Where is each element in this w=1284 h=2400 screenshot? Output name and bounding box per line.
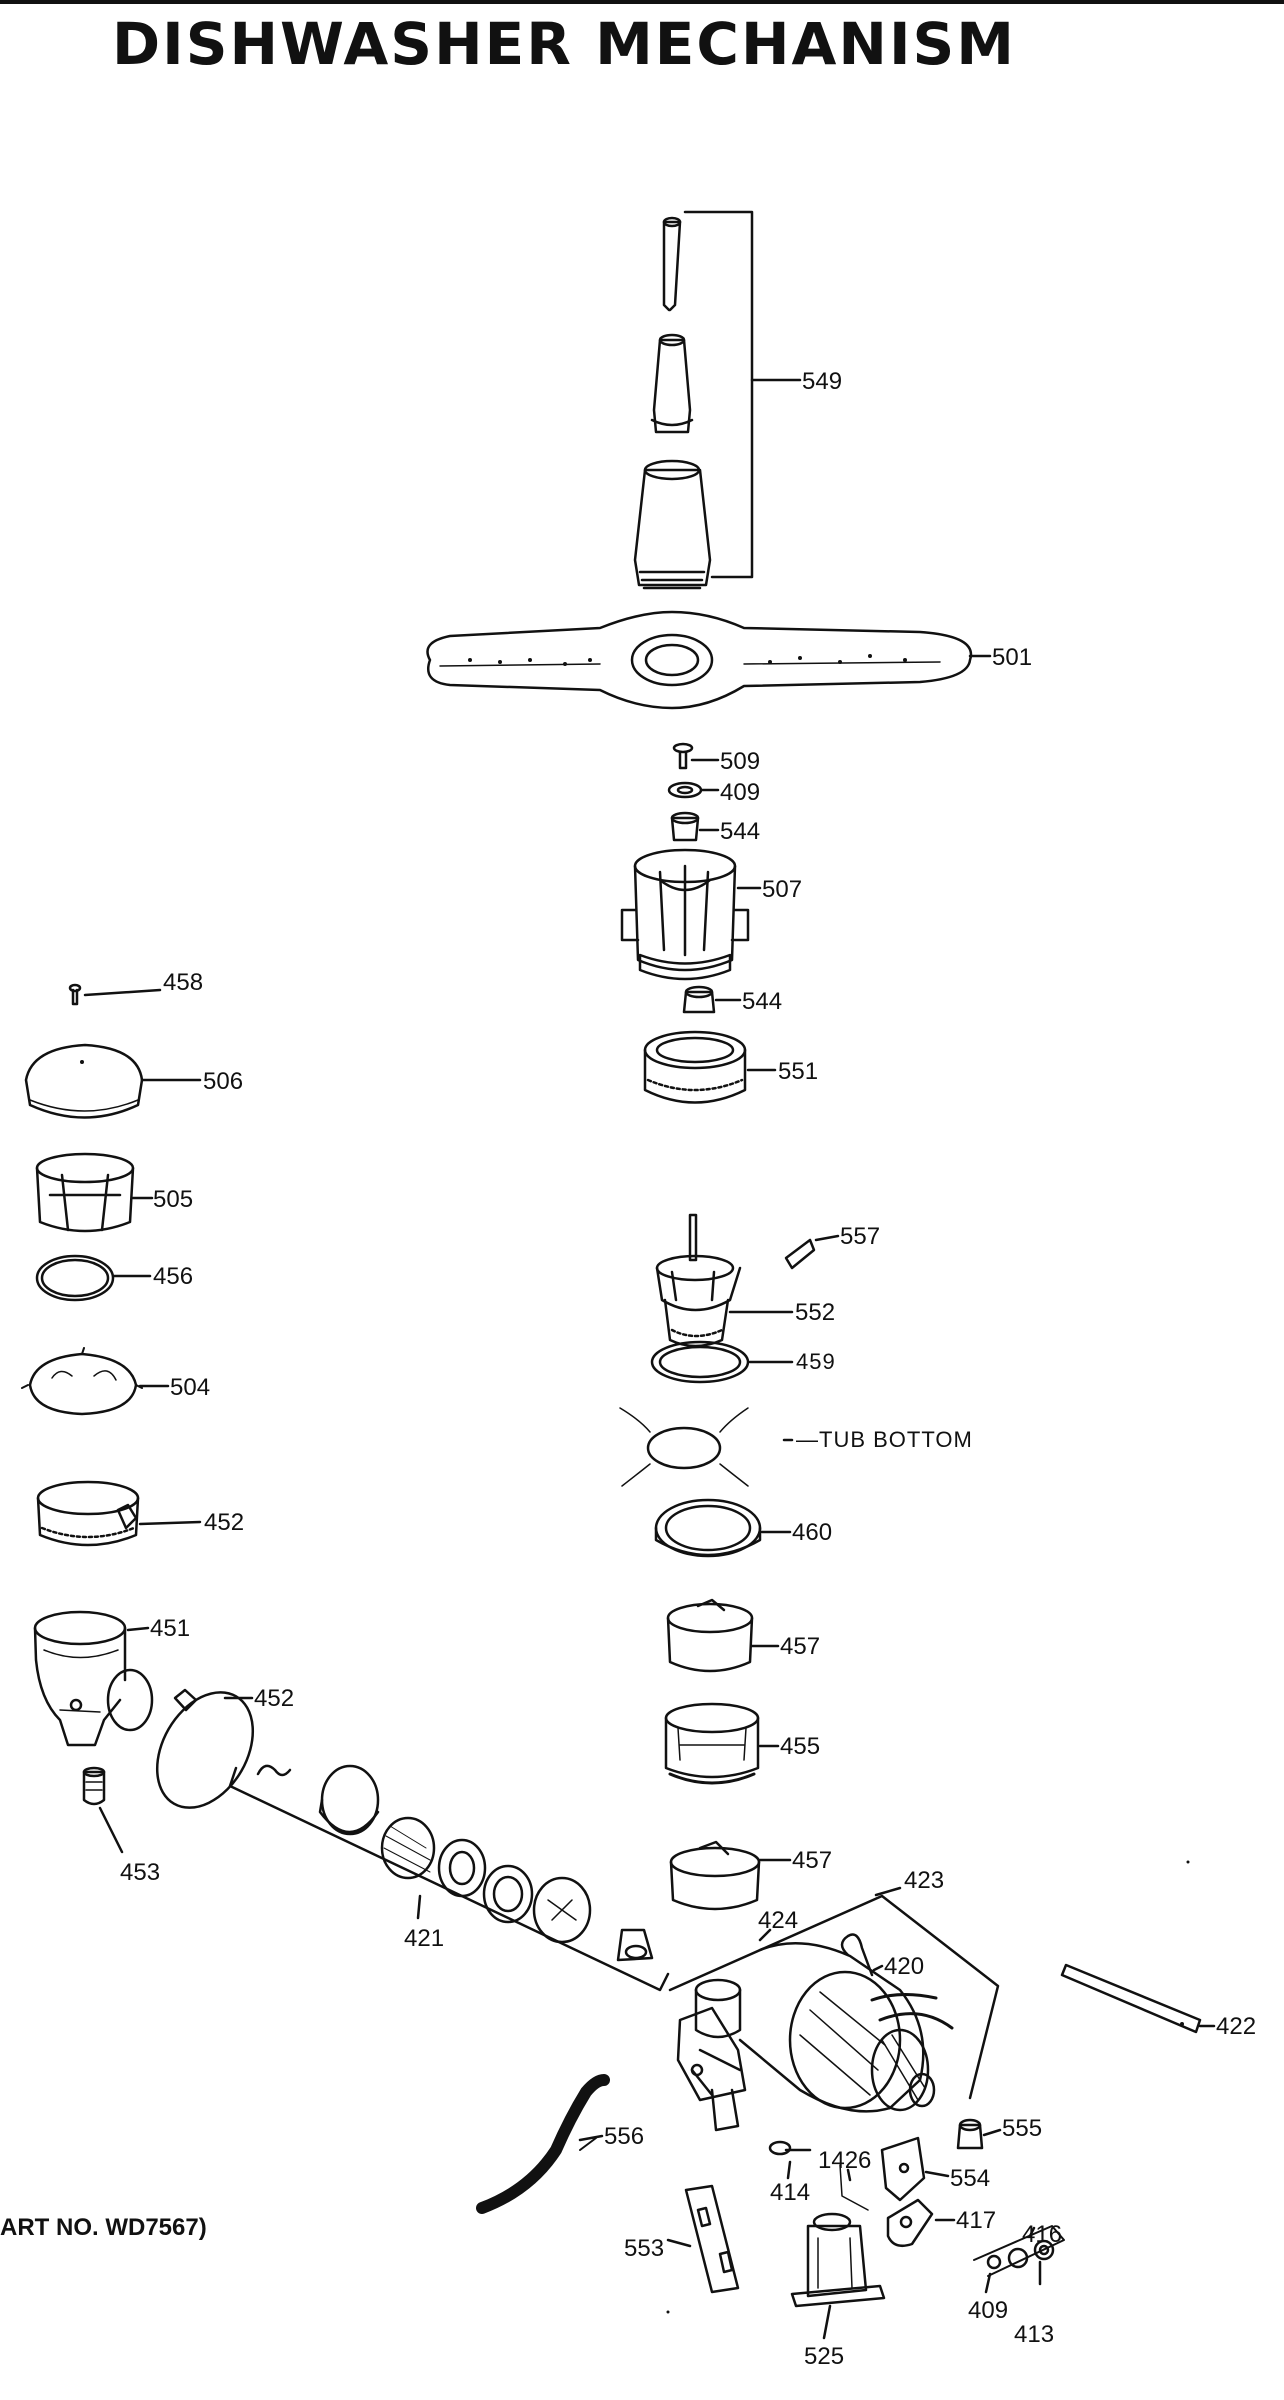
callout-509: 509 <box>720 748 760 775</box>
part-423-motor-assembly-bracket <box>668 1886 1000 2100</box>
callout-421: 421 <box>404 1925 444 1952</box>
part-505-filter <box>35 1152 154 1233</box>
part-456-ring <box>35 1254 152 1302</box>
callout-457-upper: 457 <box>780 1633 820 1660</box>
part-414-screw <box>768 2140 812 2180</box>
part-544-bushing-lower <box>682 985 742 1014</box>
part-460-seal-ring <box>654 1498 792 1558</box>
callout-557: 557 <box>840 1223 880 1250</box>
part-555-cap <box>956 2118 1002 2150</box>
part-420-hook <box>840 1933 884 1977</box>
callout-456: 456 <box>153 1263 193 1290</box>
part-549-spray-tubes <box>633 210 802 590</box>
callout-422: 422 <box>1216 2013 1256 2040</box>
part-556-hose <box>476 2074 610 2214</box>
part-421-impeller-kit <box>228 1764 670 1992</box>
callout-525: 525 <box>804 2343 844 2370</box>
part-551-nut <box>643 1030 777 1104</box>
callout-556: 556 <box>604 2123 644 2150</box>
callout-409-upper: 409 <box>720 779 760 806</box>
callout-553: 553 <box>624 2235 664 2262</box>
part-457-clamp-lower <box>669 1840 792 1911</box>
callout-423: 423 <box>904 1867 944 1894</box>
callout-416: 416 <box>1022 2221 1062 2248</box>
callout-tub-bottom: —TUB BOTTOM <box>796 1427 973 1452</box>
part-501-spray-arm <box>426 610 992 710</box>
part-507-manifold-hub <box>620 848 762 981</box>
top-rule <box>0 0 1284 4</box>
callout-555: 555 <box>1002 2115 1042 2142</box>
part-422-strap <box>1060 1963 1216 2034</box>
callout-417: 417 <box>956 2207 996 2234</box>
part-557-clip <box>784 1234 840 1270</box>
callout-504: 504 <box>170 1374 210 1401</box>
part-424-motor <box>676 1928 954 2132</box>
part-504-gasket <box>21 1347 170 1416</box>
part-452-clamp-upper <box>36 1480 202 1547</box>
callout-1426: 1426 <box>818 2147 871 2174</box>
callout-544-lower: 544 <box>742 988 782 1015</box>
callout-506: 506 <box>203 1068 243 1095</box>
callout-505: 505 <box>153 1186 193 1213</box>
tub-bottom <box>619 1407 794 1487</box>
part-457-clamp-upper <box>666 1598 780 1673</box>
part-451-housing <box>33 1610 154 1747</box>
callout-452-upper: 452 <box>204 1509 244 1536</box>
part-553-switch <box>666 2184 740 2294</box>
art-number-footnote: ART NO. WD7567) <box>0 2214 207 2241</box>
scan-specks <box>666 1860 1190 2314</box>
callout-552: 552 <box>795 1299 835 1326</box>
callout-460: 460 <box>792 1519 832 1546</box>
part-417-nozzle <box>886 2198 956 2247</box>
callout-455: 455 <box>780 1733 820 1760</box>
part-552-inlet <box>655 1213 794 1348</box>
callout-409-lower: 409 <box>968 2297 1008 2324</box>
part-458-screw <box>68 983 162 1006</box>
callout-414: 414 <box>770 2179 810 2206</box>
part-1426-wire <box>839 2164 869 2211</box>
callout-452-lower: 452 <box>254 1685 294 1712</box>
part-509-screw <box>672 742 720 770</box>
page-title: DISHWASHER MECHANISM <box>112 10 1017 78</box>
callout-458: 458 <box>163 969 203 996</box>
part-452-clamp-lower <box>155 1688 255 1809</box>
part-453-drain <box>82 1766 124 1854</box>
callout-551: 551 <box>778 1058 818 1085</box>
callout-544-upper: 544 <box>720 818 760 845</box>
part-416-kit <box>973 2225 1065 2294</box>
callout-451: 451 <box>150 1615 190 1642</box>
callout-501: 501 <box>992 644 1032 671</box>
callout-459: 459 <box>796 1349 836 1374</box>
callout-457-lower: 457 <box>792 1847 832 1874</box>
callout-554: 554 <box>950 2165 990 2192</box>
callout-424: 424 <box>758 1907 798 1934</box>
callout-507: 507 <box>762 876 802 903</box>
callout-453: 453 <box>120 1859 160 1886</box>
part-525-valve <box>790 2212 886 2340</box>
callout-549: 549 <box>802 368 842 395</box>
part-506-cover <box>24 1043 202 1119</box>
part-544-bushing-upper <box>670 811 720 842</box>
callout-labels: 549 501 509 409 544 507 544 551 458 506 … <box>120 368 1256 2370</box>
part-459-gasket <box>650 1340 794 1384</box>
callout-413: 413 <box>1014 2321 1054 2348</box>
part-409-washer-upper <box>667 781 720 799</box>
callout-420: 420 <box>884 1953 924 1980</box>
part-554-bracket <box>880 2136 950 2202</box>
part-455-strainer <box>664 1702 780 1785</box>
